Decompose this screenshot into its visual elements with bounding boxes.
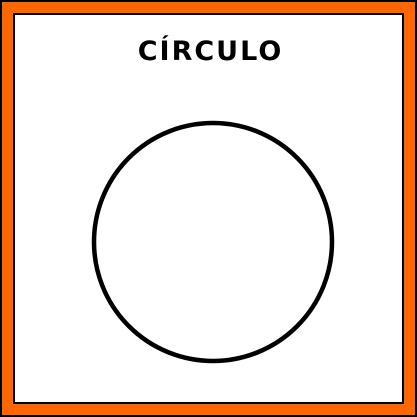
pictogram-title: CÍRCULO bbox=[137, 36, 284, 67]
circle-icon bbox=[91, 120, 335, 364]
circle-shape bbox=[91, 120, 335, 364]
pictogram-panel: CÍRCULO bbox=[13, 13, 404, 404]
